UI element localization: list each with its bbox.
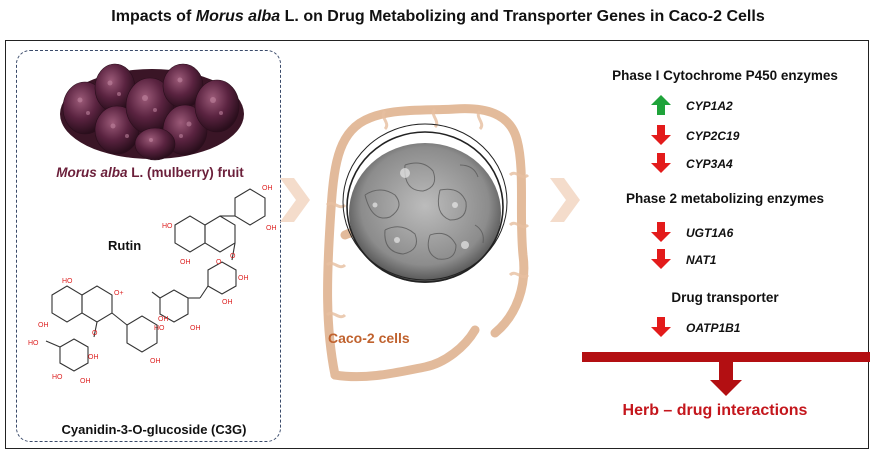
- down-arrow-icon: [651, 153, 671, 173]
- svg-text:OH: OH: [238, 275, 249, 282]
- figure-frame: [5, 40, 869, 449]
- compound-panel: [16, 50, 281, 442]
- gene-cyp1a2: CYP1A2: [686, 99, 733, 113]
- gene-cyp3a4: CYP3A4: [686, 157, 733, 171]
- transporter-heading: Drug transporter: [671, 290, 779, 305]
- svg-text:O+: O+: [114, 290, 124, 297]
- mulberry-fruit-image: [60, 63, 244, 161]
- svg-text:OH: OH: [266, 225, 277, 232]
- svg-text:OH: OH: [38, 322, 49, 329]
- svg-text:OH: OH: [222, 299, 233, 306]
- gene-cyp2c19: CYP2C19: [686, 129, 740, 143]
- svg-text:HO: HO: [62, 278, 73, 285]
- svg-text:HO: HO: [154, 325, 165, 332]
- gene-nat1: NAT1: [686, 253, 717, 267]
- svg-text:OH: OH: [190, 325, 201, 332]
- svg-text:HO: HO: [28, 340, 39, 347]
- rutin-structure: HO OH O OH OH O OH OH OH HO: [151, 185, 277, 332]
- result-text: Herb – drug interactions: [622, 402, 808, 419]
- flow-arrow-right: [550, 178, 580, 222]
- down-arrow-icon: [651, 317, 671, 337]
- gene-oatp1b1: OATP1B1: [686, 321, 741, 335]
- c3g-label: Cyanidin-3-O-glucoside (C3G): [61, 422, 247, 437]
- phase1-heading: Phase I Cytochrome P450 enzymes: [612, 68, 838, 83]
- down-arrow-icon: [651, 222, 671, 242]
- svg-text:OH: OH: [88, 354, 99, 361]
- svg-text:OH: OH: [180, 259, 191, 266]
- svg-text:O: O: [92, 330, 98, 337]
- down-arrow-icon: [651, 125, 671, 145]
- fruit-caption: Morus alba L. (mulberry) fruit: [56, 165, 244, 180]
- svg-text:OH: OH: [150, 358, 161, 365]
- svg-text:OH: OH: [80, 378, 91, 385]
- svg-text:OH: OH: [262, 185, 273, 192]
- gene-ugt1a6: UGT1A6: [686, 226, 734, 240]
- svg-text:HO: HO: [162, 223, 173, 230]
- phase2-heading: Phase 2 metabolizing enzymes: [625, 191, 825, 206]
- caco2-cell-culture-image: [349, 143, 501, 283]
- up-arrow-icon: [651, 95, 671, 115]
- svg-text:O: O: [230, 253, 236, 260]
- flow-arrow-left: [280, 178, 310, 222]
- caco2-label: Caco-2 cells: [328, 330, 410, 346]
- figure-title: Impacts of Morus alba L. on Drug Metabol…: [111, 8, 765, 25]
- svg-text:OH: OH: [158, 316, 169, 323]
- svg-text:O: O: [216, 259, 222, 266]
- petri-dish-outline: [342, 123, 508, 283]
- down-arrow-icon: [651, 249, 671, 269]
- summary-bar: [582, 352, 870, 396]
- rutin-label: Rutin: [108, 238, 142, 253]
- svg-text:HO: HO: [52, 374, 63, 381]
